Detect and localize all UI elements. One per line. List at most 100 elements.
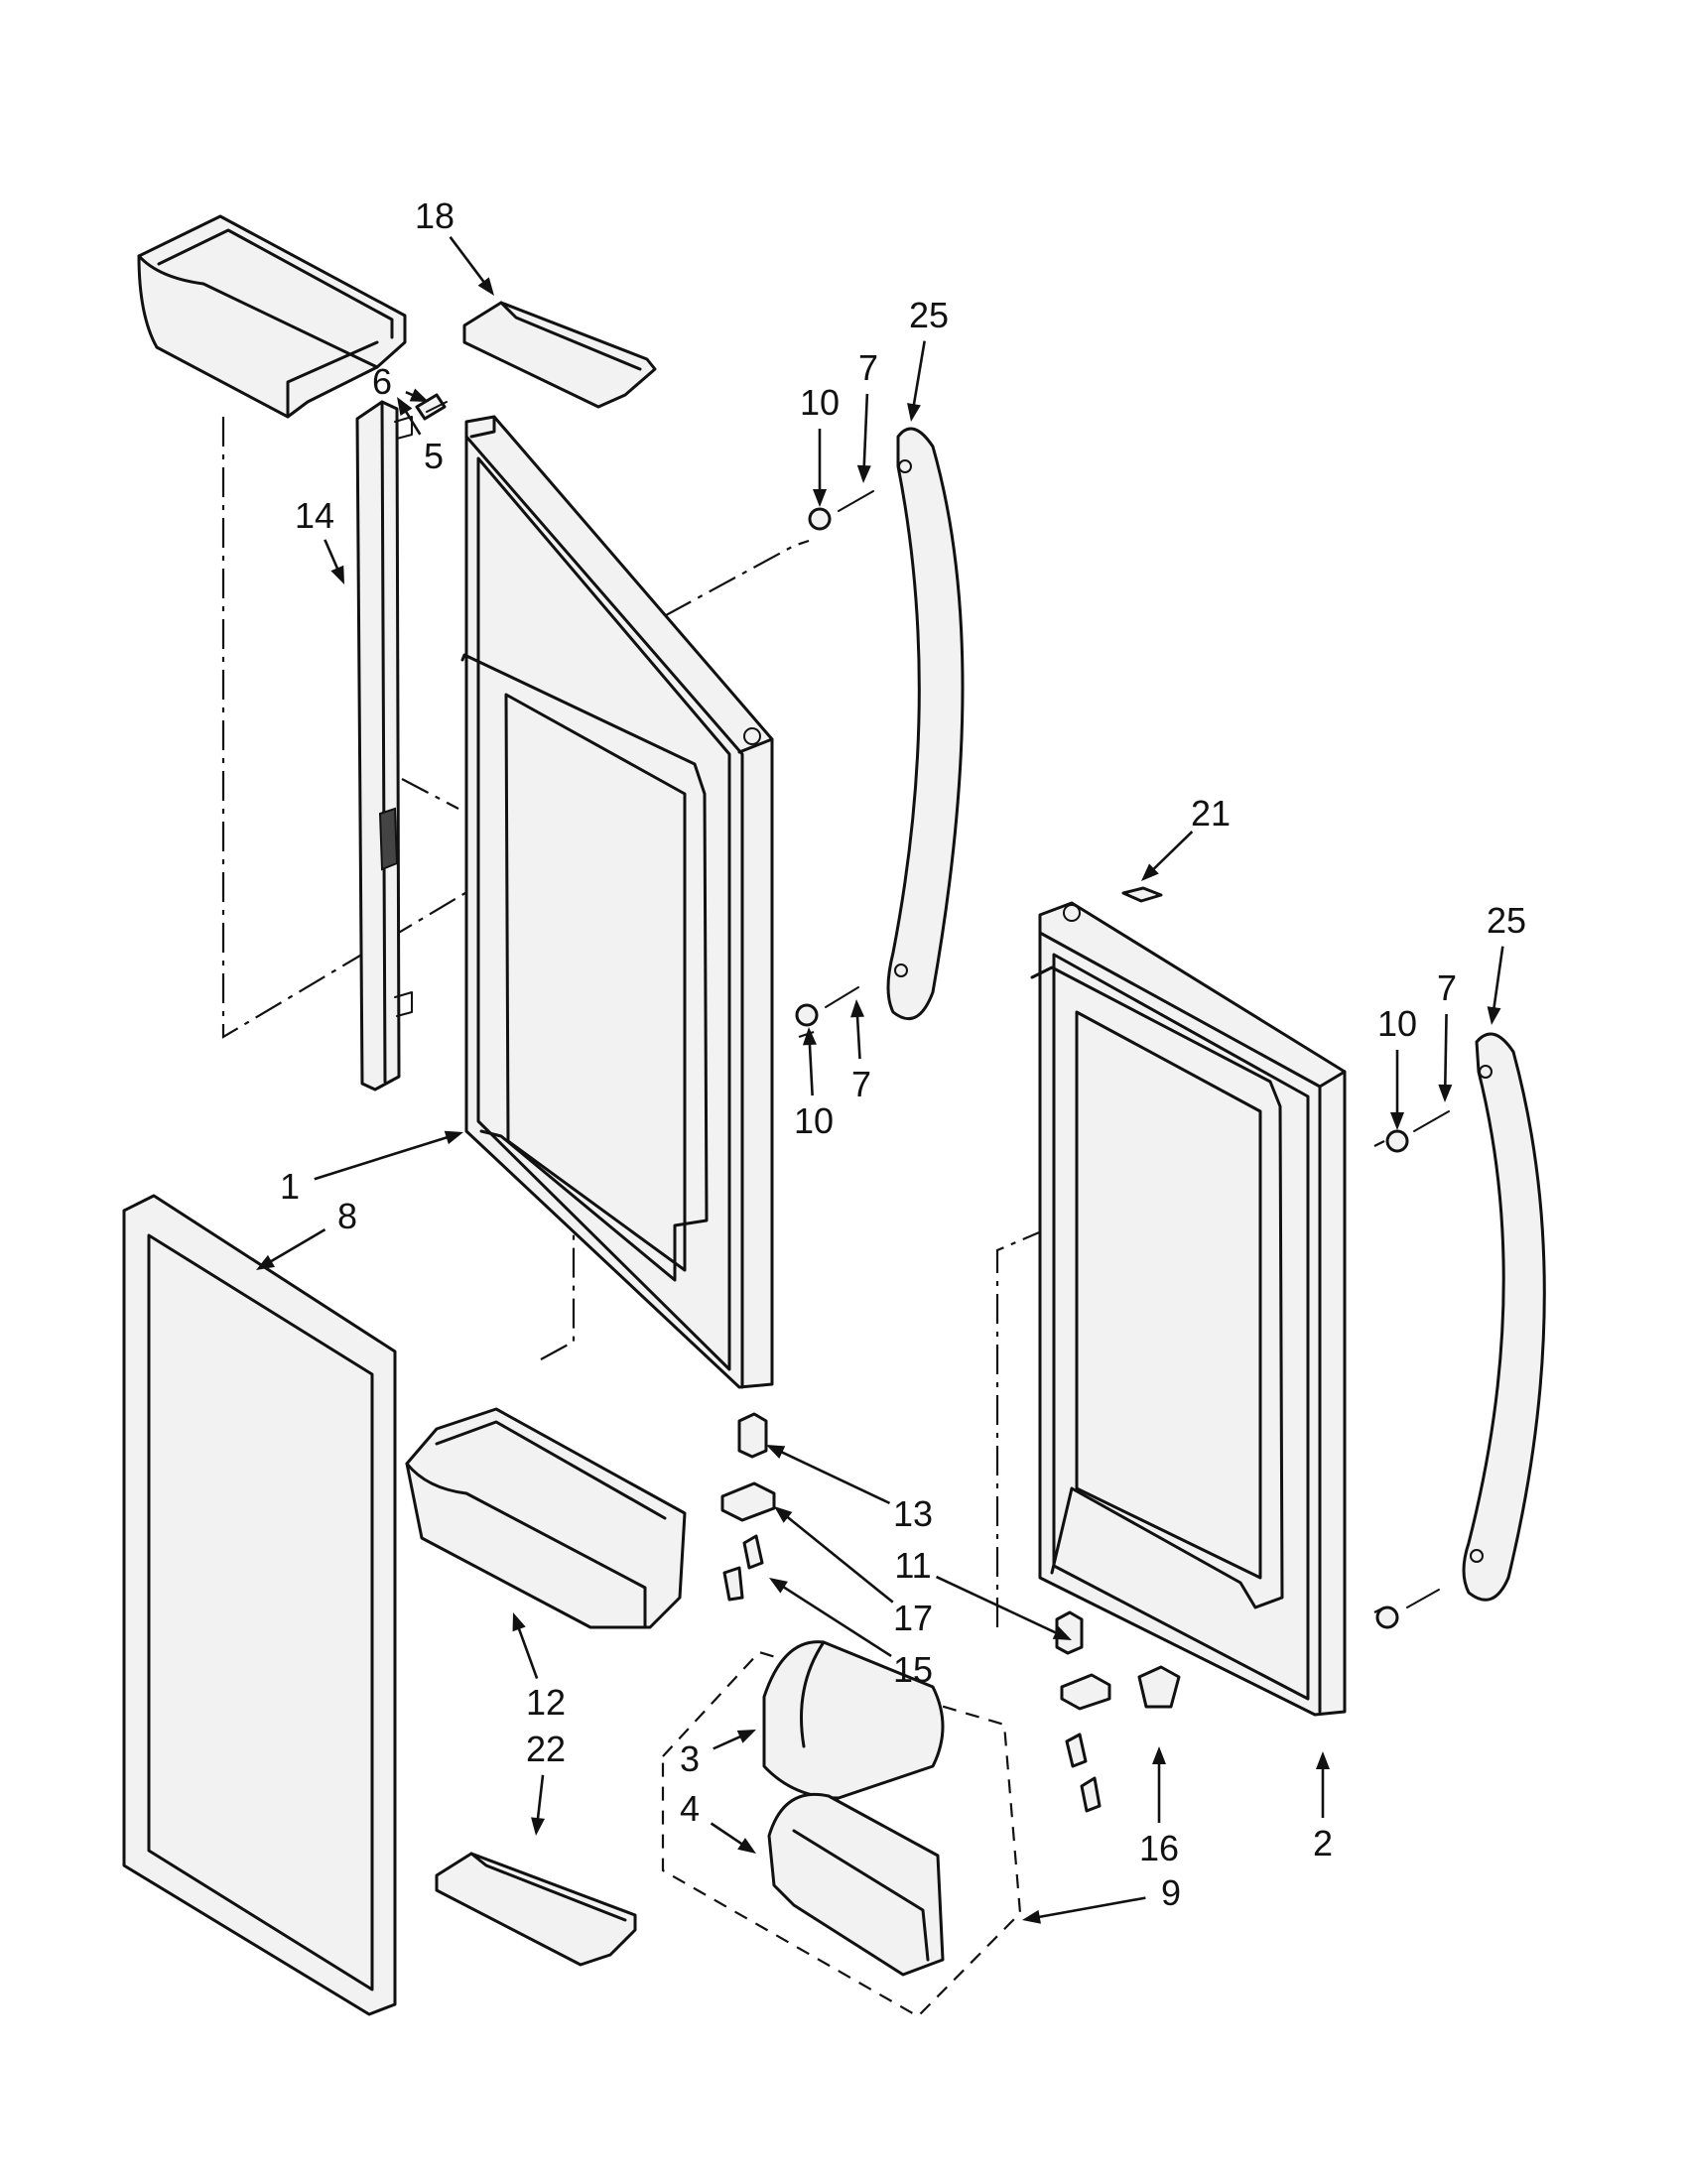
- callout-arrowhead: [1438, 1084, 1453, 1102]
- bin-cover-part-22: [435, 1852, 637, 1967]
- callout-label: 16: [1139, 1828, 1179, 1868]
- callout-leader-line: [862, 393, 869, 470]
- callout-17: 17: [774, 1506, 933, 1638]
- callout-arrowhead: [397, 397, 413, 416]
- callout-leader-line: [536, 1774, 545, 1823]
- callout-label: 9: [1161, 1872, 1181, 1913]
- callout-leader-line: [713, 1734, 744, 1750]
- callout-arrowhead: [850, 999, 865, 1018]
- callout-arrowhead: [444, 1130, 463, 1145]
- callout-10: 10: [1377, 1003, 1417, 1130]
- callout-leader-line: [780, 1584, 892, 1658]
- callout-10: 10: [794, 1027, 834, 1141]
- callout-leader-line: [314, 1134, 452, 1181]
- callout-label: 25: [909, 295, 949, 335]
- callout-label: 1: [280, 1166, 300, 1207]
- callout-arrowhead: [1152, 1746, 1166, 1764]
- callout-25: 25: [1487, 900, 1526, 1025]
- callout-label: 10: [1377, 1003, 1417, 1044]
- callout-3: 3: [680, 1730, 756, 1779]
- callout-10: 10: [800, 382, 840, 507]
- callout-arrowhead: [769, 1578, 788, 1594]
- screw-part-6: [415, 393, 448, 421]
- callout-arrowhead: [1390, 1112, 1404, 1130]
- callout-label: 18: [415, 195, 454, 236]
- callout-15: 15: [769, 1578, 933, 1690]
- callout-22: 22: [526, 1729, 566, 1836]
- callout-25: 25: [907, 295, 949, 422]
- callout-label: 2: [1313, 1823, 1333, 1863]
- callout-label: 4: [680, 1788, 700, 1829]
- callout-arrowhead: [802, 1027, 817, 1046]
- callout-12: 12: [512, 1612, 566, 1723]
- callout-16: 16: [1139, 1746, 1179, 1868]
- callout-label: 5: [424, 436, 444, 476]
- bin-cover-part-18: [462, 301, 657, 409]
- callout-arrowhead: [1141, 863, 1159, 881]
- lower-door-bin-part-12: [405, 1407, 687, 1629]
- callout-arrowhead: [330, 565, 344, 584]
- callout-leader-line: [449, 236, 487, 286]
- callout-leader-line: [808, 1040, 814, 1096]
- dispenser-tray-part-4: [767, 1792, 945, 1977]
- callout-arrowhead: [856, 464, 871, 483]
- callout-14: 14: [295, 495, 344, 584]
- upper-door-bin-part-5: [137, 214, 407, 419]
- callout-label: 22: [526, 1729, 566, 1769]
- callout-arrowhead: [1316, 1751, 1330, 1769]
- door-gasket-part-8: [122, 1194, 397, 2016]
- callout-label: 17: [893, 1598, 933, 1638]
- callout-label: 14: [295, 495, 334, 536]
- callout-arrowhead: [477, 277, 494, 296]
- callout-leader-line: [778, 1449, 891, 1505]
- left-door-part-1: [460, 415, 774, 1389]
- label-part-21: [1121, 886, 1163, 903]
- callout-label: 7: [851, 1064, 871, 1104]
- callout-2: 2: [1313, 1751, 1333, 1863]
- callout-7: 7: [850, 999, 871, 1104]
- callout-leader-line: [1492, 946, 1504, 1012]
- callout-arrowhead: [531, 1817, 546, 1836]
- callout-arrowhead: [813, 489, 827, 507]
- callout-leader-line: [784, 1513, 894, 1604]
- callout-label: 21: [1191, 793, 1231, 834]
- callout-arrowhead: [1052, 1626, 1072, 1640]
- callout-label: 13: [893, 1493, 933, 1534]
- callout-arrowhead: [1022, 1909, 1041, 1924]
- callout-arrowhead: [736, 1730, 756, 1743]
- hinge-hardware: [720, 1412, 1181, 1813]
- callout-arrowhead: [409, 388, 429, 402]
- callout-label: 3: [680, 1738, 700, 1779]
- dispenser-cover-part-3: [762, 1640, 945, 1800]
- right-door-part-2: [1030, 901, 1347, 1717]
- callout-arrowhead: [256, 1254, 276, 1270]
- callout-6: 6: [372, 361, 429, 402]
- callout-label: 7: [858, 347, 878, 388]
- callout-7: 7: [1437, 967, 1457, 1102]
- callout-leader-line: [1150, 831, 1194, 873]
- callout-11: 11: [894, 1545, 1072, 1640]
- callout-5: 5: [397, 397, 444, 476]
- lower-handle-part-25: [1462, 1032, 1546, 1602]
- callout-label: 15: [893, 1649, 933, 1690]
- callout-arrowhead: [907, 403, 921, 422]
- callout-9: 9: [1022, 1872, 1181, 1924]
- callout-label: 25: [1487, 900, 1526, 941]
- callout-arrowhead: [737, 1838, 756, 1854]
- callout-arrowhead: [1487, 1006, 1501, 1025]
- callout-8: 8: [256, 1196, 357, 1270]
- callout-leader-line: [935, 1575, 1060, 1636]
- callout-4: 4: [680, 1788, 756, 1854]
- callout-leader-line: [1443, 1013, 1448, 1090]
- callout-label: 8: [337, 1196, 357, 1236]
- callout-leader-line: [1035, 1896, 1146, 1919]
- callout-arrowhead: [766, 1445, 786, 1460]
- callout-leader-line: [324, 539, 340, 573]
- callout-leader-line: [855, 1012, 861, 1060]
- callout-label: 10: [794, 1100, 834, 1141]
- callout-label: 10: [800, 382, 840, 423]
- callout-label: 7: [1437, 967, 1457, 1008]
- handle-fasteners: [795, 490, 1450, 1629]
